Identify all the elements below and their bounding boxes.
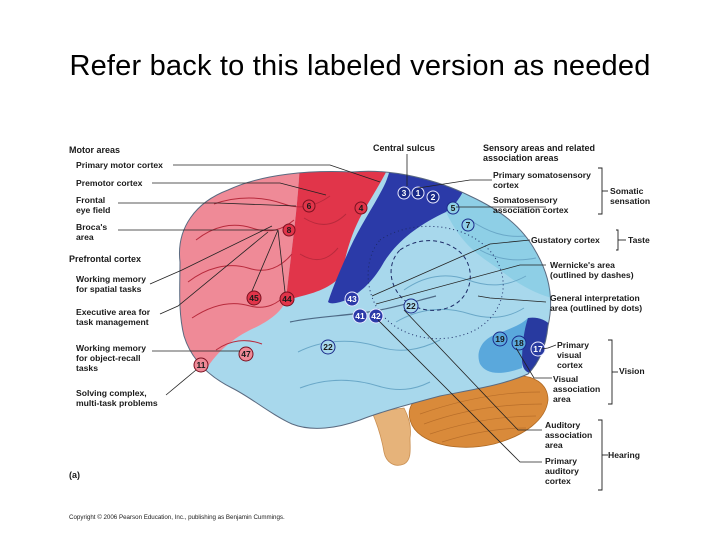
area-number: 8 [287,225,292,235]
somatosensory-association-label: association cortex [493,205,569,215]
area-number: 41 [355,311,365,321]
working-memory-spatial-label: Working memory [76,274,146,284]
working-memory-object-label: for object-recall [76,353,140,363]
area-number: 11 [197,360,206,370]
area-number-markers: 3 1 2 5 7 6 4 8 45 44 43 22 41 42 22 47 … [193,186,546,373]
solving-complex-label: multi-task problems [76,398,158,408]
primary-somatosensory-label: Primary somatosensory [493,170,591,180]
panel-label: (a) [69,470,80,480]
sensory-areas-heading: association areas [483,153,559,163]
solving-complex-label: Solving complex, [76,388,147,398]
brain-outline [178,170,552,429]
wernicke-outline [390,240,471,311]
taste-label: Taste [628,235,650,245]
area-number: 43 [347,294,357,304]
primary-auditory-label: Primary [545,456,577,466]
central-sulcus-label: Central sulcus [373,143,435,153]
prefrontal-cortex-heading: Prefrontal cortex [69,254,141,264]
area-number: 18 [514,338,524,348]
area-number: 2 [431,192,436,202]
area-number: 19 [495,334,505,344]
area-number: 1 [416,188,421,198]
visual-association-label: Visual [553,374,578,384]
area-number: 22 [406,301,416,311]
visual-association-label: association [553,384,600,394]
working-memory-object-label: tasks [76,363,98,373]
general-interpretation-label: General interpretation [550,293,640,303]
primary-motor-cortex-label: Primary motor cortex [76,160,163,170]
area-number: 42 [371,311,381,321]
auditory-association-label: Auditory [545,420,581,430]
gustatory-cortex-label: Gustatory cortex [531,235,600,245]
primary-visual-cortex-label: visual [557,350,581,360]
copyright-notice: Copyright © 2006 Pearson Education, Inc.… [69,514,285,521]
wernickes-area-label: (outlined by dashes) [550,270,634,280]
cerebellum-folia [419,391,543,443]
somatic-sensation-label: Somatic [610,186,644,196]
primary-auditory-label: auditory [545,466,579,476]
visual-association-label: area [553,394,571,404]
area-number: 3 [402,188,407,198]
primary-somatosensory-label: cortex [493,180,519,190]
area-number: 17 [533,344,543,354]
general-interpretation-outline [367,225,504,340]
frontal-eye-field-label: Frontal [76,195,105,205]
premotor-cortex-label: Premotor cortex [76,178,143,188]
auditory-association-label: area [545,440,563,450]
somatosensory-association-label: Somatosensory [493,195,558,205]
somatic-sensation-label: sensation [610,196,650,206]
area-number: 4 [359,203,364,213]
left-leader-lines [118,164,381,396]
right-leader-lines [371,154,557,463]
area-number: 5 [451,203,456,213]
group-brackets [598,167,626,491]
area-number: 22 [323,342,333,352]
hearing-label: Hearing [608,450,640,460]
area-number: 47 [241,349,251,359]
area-number: 45 [249,293,259,303]
sensory-areas-heading: Sensory areas and related [483,143,595,153]
motor-areas-heading: Motor areas [69,145,120,155]
general-interpretation-label: area (outlined by dots) [550,303,642,313]
working-memory-spatial-label: for spatial tasks [76,284,142,294]
frontal-eye-field-label: eye field [76,205,110,215]
primary-visual-cortex-label: Primary [557,340,589,350]
primary-auditory-label: cortex [545,476,571,486]
area-number: 44 [282,294,292,304]
executive-area-label: Executive area for [76,307,151,317]
brocas-area-label: area [76,232,94,242]
prefrontal-cortex [179,171,300,400]
slide-title: Refer back to this labeled version as ne… [69,50,651,82]
vision-label: Vision [619,366,645,376]
primary-visual-cortex-label: cortex [557,360,583,370]
working-memory-object-label: Working memory [76,343,146,353]
brocas-area-label: Broca's [76,222,107,232]
posterior-gyri [297,219,537,390]
motor-areas [286,171,392,300]
wernickes-area-label: Wernicke's area [550,260,615,270]
area-number: 7 [466,220,471,230]
brainstem [371,407,411,466]
area-number: 6 [307,201,312,211]
executive-area-label: task management [76,317,149,327]
auditory-association-label: association [545,430,592,440]
